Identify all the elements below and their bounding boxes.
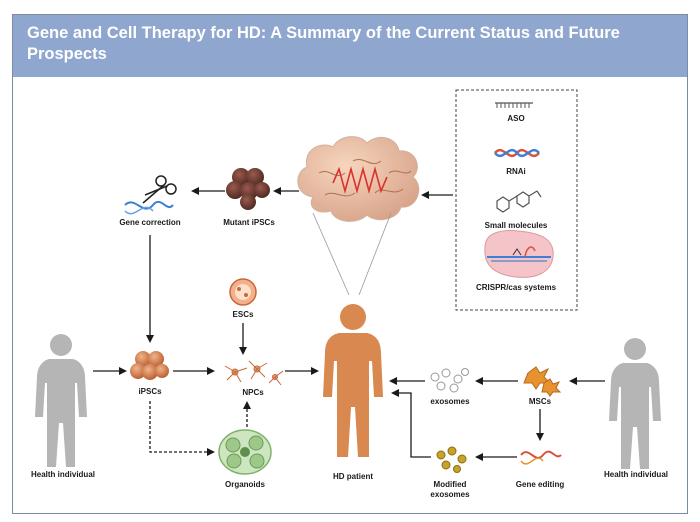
brain-icon	[297, 136, 420, 222]
arrow-ipscs-to-organoids	[149, 401, 215, 456]
escs-label: ESCs	[233, 310, 254, 319]
mscs-label: MSCs	[529, 397, 552, 406]
npcs-icon	[224, 360, 284, 386]
gene-editing-label: Gene editing	[516, 480, 565, 489]
mutant-ipscs-label: Mutant iPSCs	[223, 218, 275, 227]
diagram-canvas: ASO RNAi Small molecules	[13, 77, 687, 513]
brain-link-right	[358, 212, 392, 296]
exosomes-icon	[430, 368, 469, 393]
organoids-icon	[218, 429, 272, 475]
ipscs-icon	[130, 351, 169, 380]
health-individual-left-label: Health individual	[31, 470, 95, 479]
small-molecule-icon	[496, 190, 542, 213]
mutant-ipscs-icon	[226, 168, 270, 210]
healthy-person-right-icon	[609, 338, 661, 469]
brain-link-left	[312, 212, 350, 296]
modified-exosomes-label-2: exosomes	[430, 490, 470, 499]
title-bar: Gene and Cell Therapy for HD: A Summary …	[13, 15, 687, 77]
arrows	[93, 187, 605, 461]
healthy-person-left-icon	[35, 334, 87, 467]
aso-icon	[495, 102, 533, 108]
rnai-icon	[494, 148, 540, 158]
diagram-svg: ASO RNAi Small molecules	[31, 89, 668, 499]
small-molecules-label: Small molecules	[485, 221, 548, 230]
crispr-label: CRISPR/cas systems	[476, 283, 557, 292]
rnai-label: RNAi	[506, 167, 526, 176]
mscs-icon	[523, 366, 562, 397]
health-individual-right-label: Health individual	[604, 470, 668, 479]
modified-exosomes-icon	[436, 446, 467, 473]
npcs-label: NPCs	[242, 388, 264, 397]
crispr-icon	[484, 230, 554, 278]
hd-patient-icon	[323, 304, 383, 457]
gene-correction-icon	[124, 175, 177, 215]
modified-exosomes-label-1: Modified	[434, 480, 467, 489]
escs-icon	[229, 278, 257, 306]
exosomes-label: exosomes	[430, 397, 470, 406]
hd-patient-label: HD patient	[333, 472, 373, 481]
arrow-modified-to-patient	[391, 389, 431, 458]
gene-editing-icon	[520, 450, 562, 465]
aso-label: ASO	[507, 114, 524, 123]
figure-title: Gene and Cell Therapy for HD: A Summary …	[27, 24, 620, 63]
organoids-label: Organoids	[225, 480, 266, 489]
gene-correction-label: Gene correction	[119, 218, 180, 227]
therapy-box: ASO RNAi Small molecules	[455, 89, 578, 311]
ipscs-label: iPSCs	[138, 387, 162, 396]
figure-frame: Gene and Cell Therapy for HD: A Summary …	[12, 14, 688, 514]
